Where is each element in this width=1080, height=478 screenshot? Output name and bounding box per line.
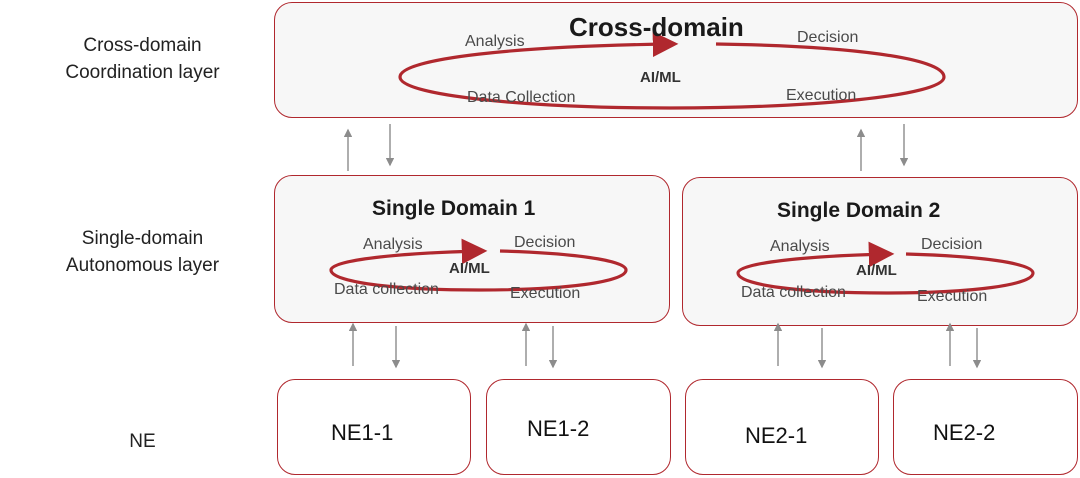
autonomous-layer-label-line1: Single-domain: [81, 228, 204, 249]
ne-layer-label: NE: [129, 431, 156, 452]
arrows-single-to-ne: [348, 322, 982, 369]
cross-domain-collection-label: Data Collection: [467, 89, 576, 106]
cross-domain-analysis-label: Analysis: [465, 33, 525, 50]
ne-label-2-2: NE2-2: [933, 420, 996, 445]
cross-domain-title: Cross-domain: [569, 12, 744, 42]
cross-domain-box: [274, 2, 1078, 118]
ne-label-2-1: NE2-1: [745, 423, 808, 448]
arrows-cross-to-single: [343, 124, 909, 171]
single-domain-1-analysis-label: Analysis: [363, 236, 423, 253]
ne-box-2-2: [893, 379, 1078, 475]
ne-label-1-1: NE1-1: [331, 420, 394, 445]
ne-box-2-1: [685, 379, 879, 475]
single-domain-2-analysis-label: Analysis: [770, 238, 830, 255]
single-domain-2-loop: [736, 241, 1035, 295]
coordination-layer-label-line2: Coordination layer: [65, 62, 220, 83]
cross-domain-loop: [398, 31, 946, 110]
single-domain-1-collection-label: Data collection: [334, 281, 439, 298]
single-domain-1-title: Single Domain 1: [372, 197, 536, 220]
single-domain-2-collection-label: Data collection: [741, 284, 846, 301]
single-domain-1-loop: [329, 238, 628, 292]
cross-domain-execution-label: Execution: [786, 87, 857, 104]
single-domain-1-aiml-label: AI/ML: [449, 260, 490, 277]
single-domain-2-execution-label: Execution: [917, 288, 988, 305]
ne-box-1-2: [486, 379, 671, 475]
cross-domain-aiml-label: AI/ML: [640, 69, 681, 86]
coordination-layer-label: Cross-domain Coordination layer: [40, 32, 245, 86]
single-domain-2-title: Single Domain 2: [777, 199, 941, 222]
single-domain-2-aiml-label: AI/ML: [856, 262, 897, 279]
ne-box-1-1: [277, 379, 471, 475]
autonomous-layer-label: Single-domain Autonomous layer: [40, 225, 245, 279]
ne-label-1-2: NE1-2: [527, 416, 590, 441]
autonomous-layer-label-line2: Autonomous layer: [65, 255, 220, 276]
coordination-layer-label-line1: Cross-domain: [83, 35, 202, 56]
single-domain-1-decision-label: Decision: [514, 234, 576, 251]
cross-domain-decision-label: Decision: [797, 29, 859, 46]
single-domain-1-execution-label: Execution: [510, 285, 581, 302]
single-domain-2-decision-label: Decision: [921, 236, 983, 253]
